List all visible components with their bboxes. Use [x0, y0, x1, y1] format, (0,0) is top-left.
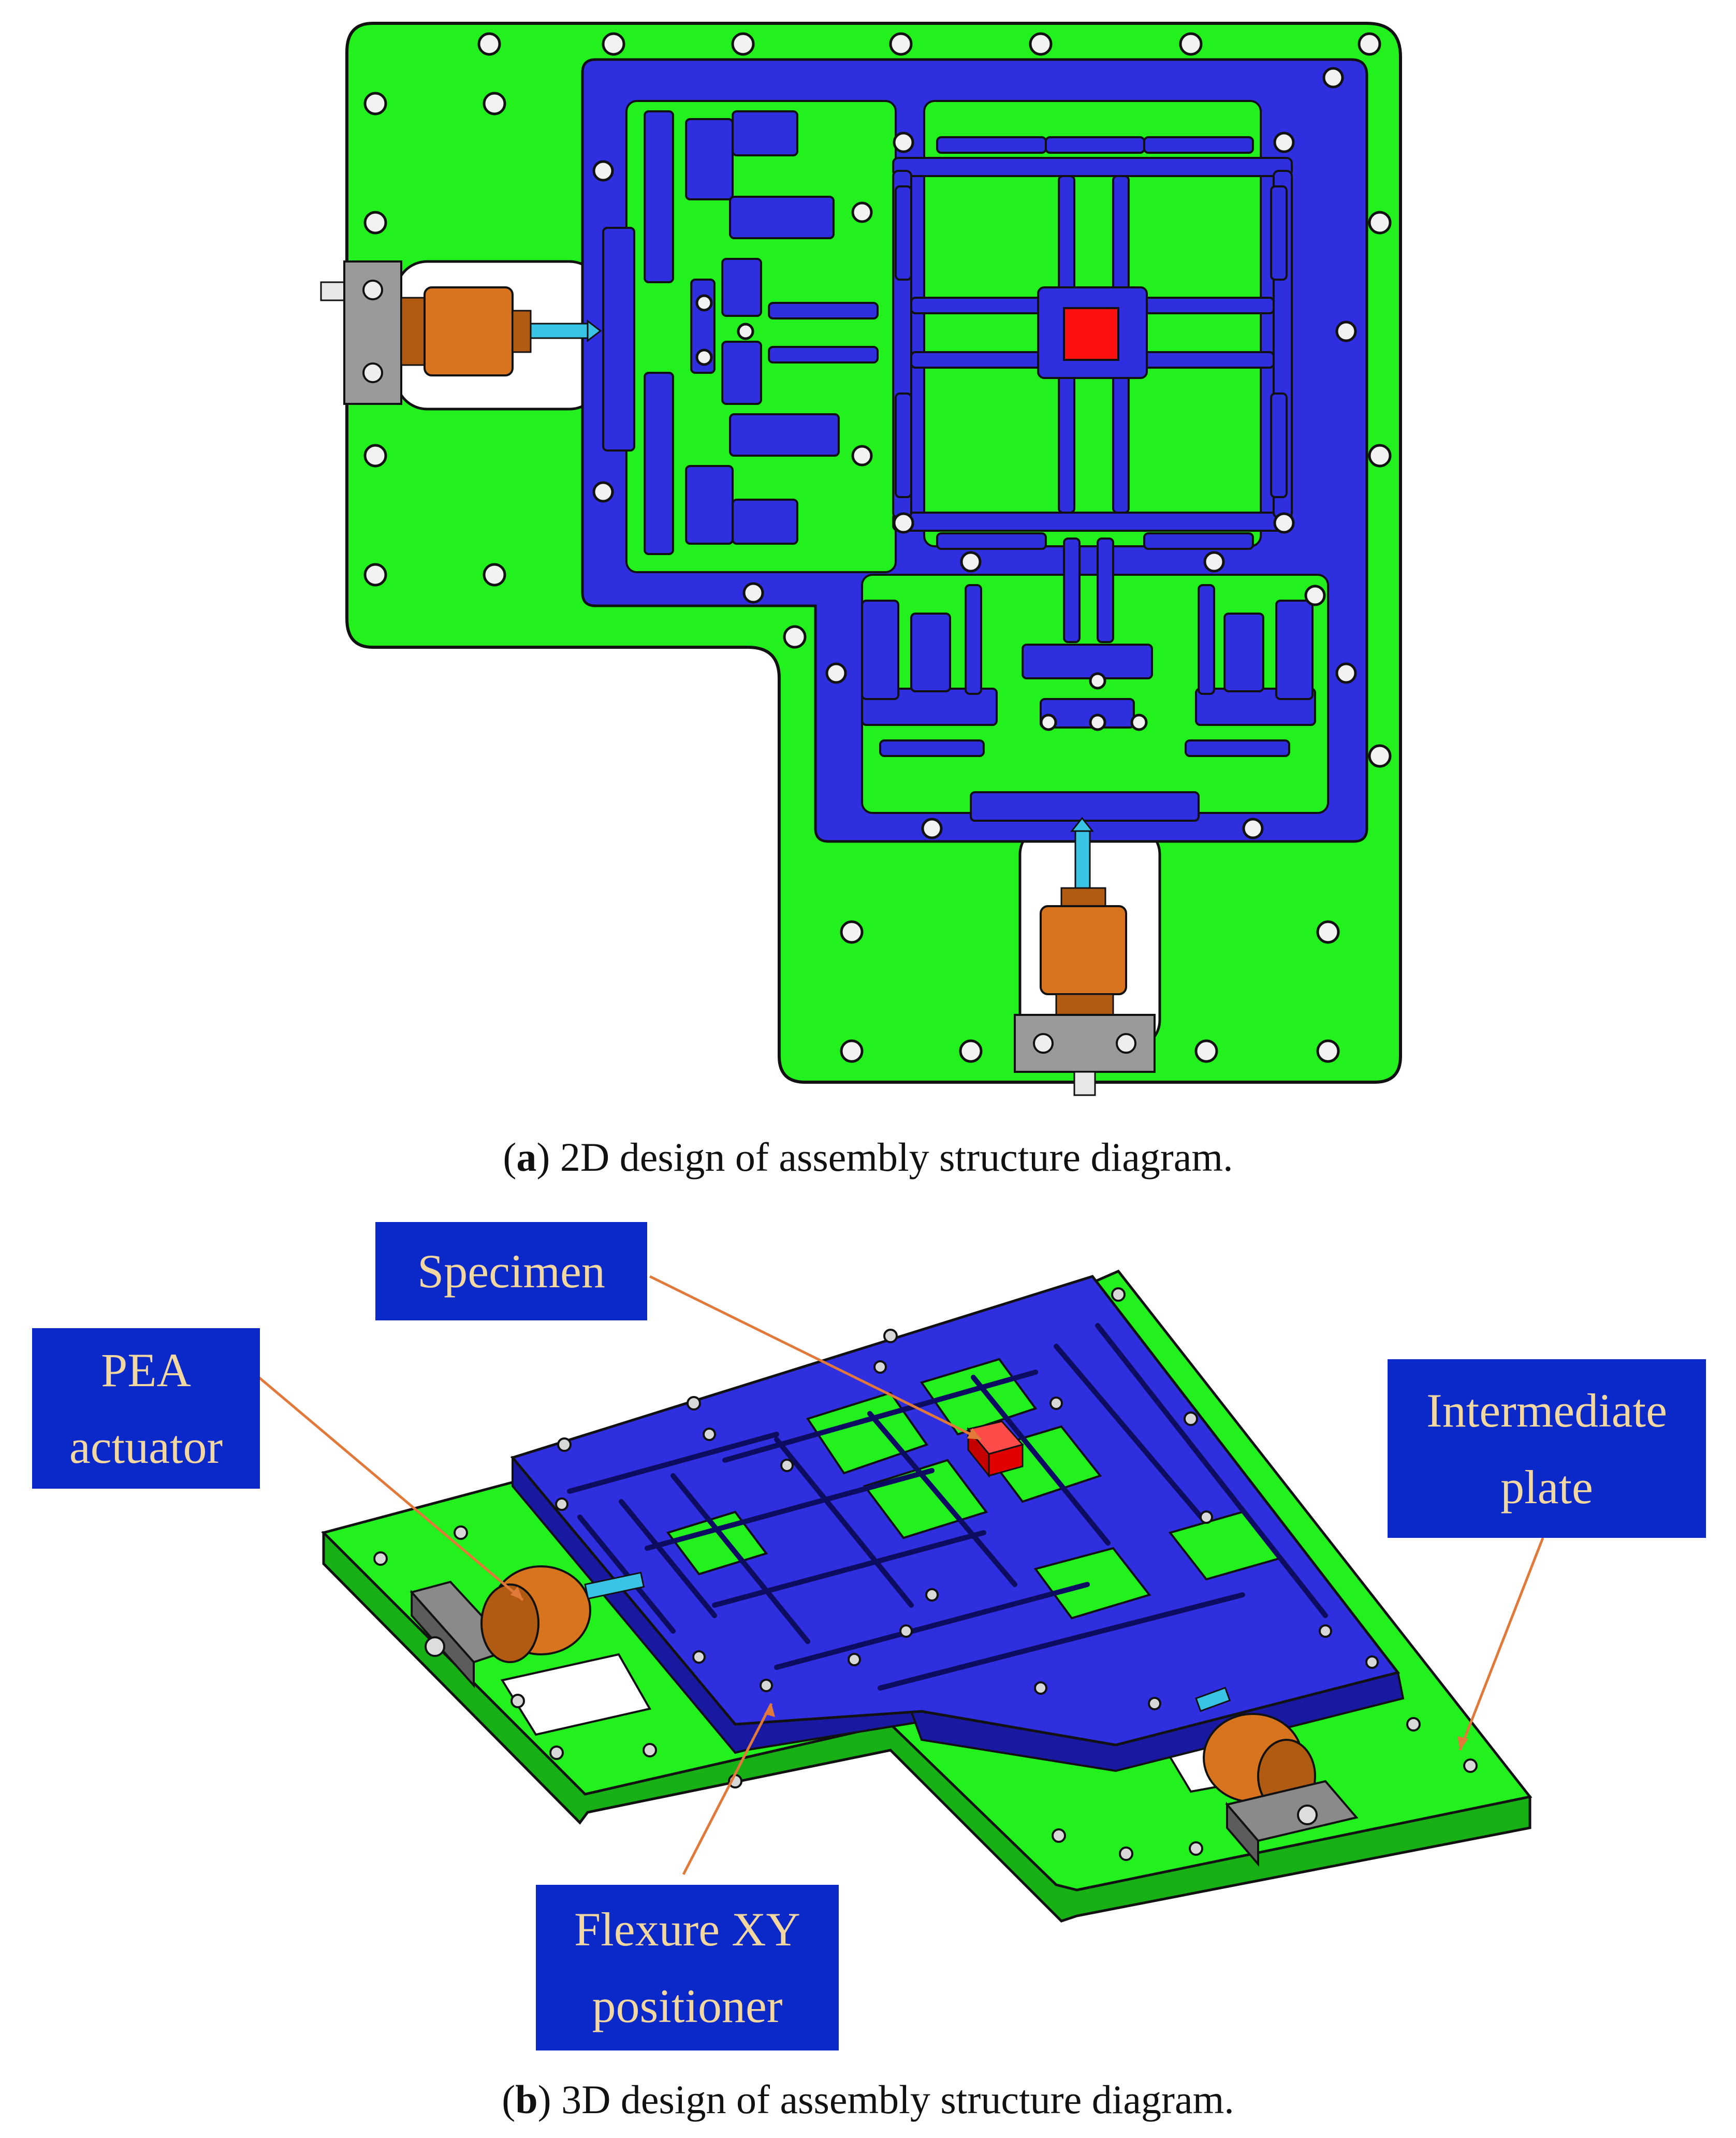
left-amplifier-2d [602, 110, 879, 555]
flexure-label-line2: positioner [592, 1980, 783, 2032]
flexure-slots-3d [567, 1323, 1328, 1691]
left-actuator-slot-3d [500, 1653, 652, 1736]
specimen-2d [1063, 307, 1119, 361]
specimen-3d [967, 1420, 1024, 1478]
caption-b-text: 3D design of assembly structure diagram. [561, 2077, 1234, 2122]
flexure-label-line1: Flexure XY [574, 1903, 800, 1956]
flexure-openings-3d [666, 1358, 1281, 1620]
plate-label-line1: Intermediate [1426, 1384, 1667, 1437]
flexure-positioner-3d [510, 1275, 1401, 1747]
left-pea-actuator-3d [410, 1565, 645, 1689]
intermediate-plate-label: Intermediate plate [1388, 1359, 1706, 1538]
pea-label-line2: actuator [69, 1420, 223, 1473]
panel-a-diagram [320, 22, 1402, 1096]
left-pea-actuator-2d [320, 260, 602, 405]
flexure-positioner-3d-side-2 [910, 1671, 1405, 1772]
caption-a-text: 2D design of assembly structure diagram. [560, 1135, 1233, 1180]
leader-arrowheads [510, 1428, 1468, 1750]
pea-leader [258, 1376, 524, 1601]
bottom-actuator-slot-3d [1158, 1718, 1307, 1793]
pea-label-line1: PEA [101, 1344, 191, 1397]
flexure-positioner-3d-side [512, 1456, 924, 1754]
bottom-pea-actuator-2d [1014, 817, 1156, 1096]
intermediate-plate-3d-side [322, 1531, 1531, 1923]
specimen-label: Specimen [375, 1222, 647, 1320]
bottom-pea-actuator-3d [1195, 1686, 1359, 1867]
caption-a: (a) 2D design of assembly structure diag… [503, 1135, 1233, 1180]
leader-lines [258, 1275, 1544, 1875]
intermediate-plate-3d [321, 1269, 1533, 1892]
screw-heads-2d [363, 32, 1392, 1063]
caption-b: (b) 3D design of assembly structure diag… [502, 2077, 1234, 2122]
caption-b-letter: b [515, 2077, 538, 2122]
flexure-leader [682, 1703, 773, 1875]
screw-heads-3d [373, 1287, 1478, 1861]
plate-leader [1458, 1537, 1544, 1751]
bottom-amplifier-2d [861, 537, 1316, 822]
plate-label-line2: plate [1500, 1460, 1593, 1514]
screw-heads-positioner-3d [555, 1360, 1379, 1710]
caption-a-letter: a [516, 1135, 537, 1180]
specimen-leader [649, 1275, 982, 1441]
pea-actuator-label: PEA actuator [32, 1328, 260, 1489]
specimen-label-text: Specimen [417, 1245, 605, 1298]
flexure-positioner-label: Flexure XY positioner [536, 1885, 839, 2050]
